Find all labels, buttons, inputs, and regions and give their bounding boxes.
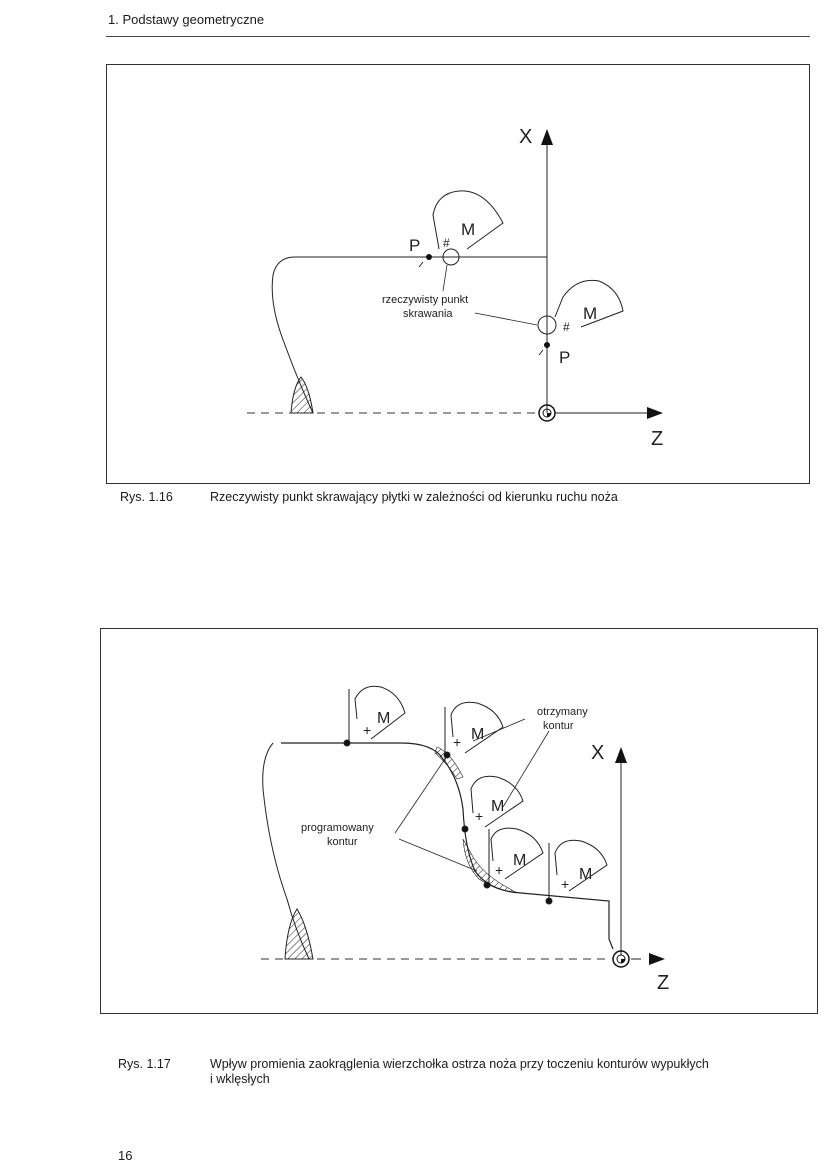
insert-2: [443, 701, 504, 761]
programmed-contour-label-2: kontur: [327, 836, 358, 848]
p-label-right: P: [559, 348, 570, 367]
figure-1-17-drawing: X Z M + M + M: [261, 685, 669, 994]
m-label-1: M: [377, 710, 390, 727]
page-number: 16: [118, 1148, 133, 1163]
leader-top: [442, 264, 448, 292]
obtained-leader-2: [502, 730, 550, 808]
leader-right: [474, 312, 538, 326]
header-rule: [106, 36, 810, 37]
x-axis-label-2: X: [591, 742, 604, 764]
origin-circle: [538, 404, 556, 422]
insert-3: [461, 775, 524, 833]
m-label-3: M: [491, 798, 504, 815]
figure-1-16-number: Rys. 1.16: [120, 490, 173, 504]
figure-1-16-caption: Rzeczywisty punkt skrawający płytki w za…: [210, 490, 618, 504]
z-axis-arrow: [647, 407, 663, 419]
x-axis-arrow: [541, 129, 553, 145]
figure-1-16-drawing: X Z M P # M P # rzeczywisty punkt skrawa…: [247, 126, 663, 450]
figure-1-17: X Z M + M + M: [100, 628, 818, 1014]
figure-1-17-caption-line-1: Wpływ promienia zaokrąglenia wierzchołka…: [210, 1057, 709, 1071]
tool-cross-1: +: [363, 722, 371, 738]
chuck-hatch: [290, 376, 314, 414]
cutting-point-top: [426, 254, 432, 260]
obtained-contour-label-1: otrzymany: [537, 706, 588, 718]
m-label-right: M: [583, 304, 597, 323]
workpiece-contour: [271, 256, 547, 414]
origin-circle-2: [612, 950, 630, 968]
difference-region-2: [462, 838, 518, 894]
x-axis-arrow-2: [615, 747, 627, 763]
chuck-hatch-2: [284, 908, 314, 960]
insert-5: [545, 839, 608, 905]
programmed-leader-2: [398, 838, 478, 872]
real-point-label-1: rzeczywisty punkt: [382, 294, 468, 306]
z-axis-label: Z: [651, 428, 663, 450]
tool-cross-5: +: [561, 876, 569, 892]
obtained-contour-label-2: kontur: [543, 720, 574, 732]
cutting-point-right: [544, 342, 550, 348]
m-label-top: M: [461, 220, 475, 239]
page-header-title: 1. Podstawy geometryczne: [108, 12, 265, 27]
programmed-leader-1: [394, 758, 446, 834]
z-axis-label-2: Z: [657, 972, 669, 994]
tool-tip-circle-right: [537, 315, 557, 335]
insert-1: [343, 685, 406, 747]
tool-cross-2: +: [453, 734, 461, 750]
z-axis-arrow-2: [649, 953, 665, 965]
x-axis-label: X: [519, 126, 532, 148]
tool-center-mark-right: #: [563, 320, 570, 334]
real-point-label-2: skrawania: [403, 308, 453, 320]
tool-tip-circle-top: [442, 248, 460, 266]
figure-1-17-caption-line-2: i wklęsłych: [210, 1072, 270, 1086]
insert-right: [554, 279, 624, 328]
insert-top: [432, 190, 504, 250]
figure-1-17-caption: Wpływ promienia zaokrąglenia wierzchołka…: [210, 1057, 800, 1087]
tool-cross-3: +: [475, 808, 483, 824]
programmed-contour-label-1: programowany: [301, 822, 374, 834]
difference-region-1: [434, 746, 464, 780]
figure-1-16: X Z M P # M P # rzeczywisty punkt skrawa…: [106, 64, 810, 484]
m-label-5: M: [579, 866, 592, 883]
figure-1-17-number: Rys. 1.17: [118, 1057, 171, 1071]
m-label-4: M: [513, 852, 526, 869]
insert-4: [483, 827, 544, 889]
tool-center-mark-top: #: [443, 236, 450, 250]
m-label-2: M: [471, 726, 484, 743]
p-label-top: P: [409, 236, 420, 255]
obtained-leader-1: [472, 718, 526, 742]
tool-cross-4: +: [495, 862, 503, 878]
